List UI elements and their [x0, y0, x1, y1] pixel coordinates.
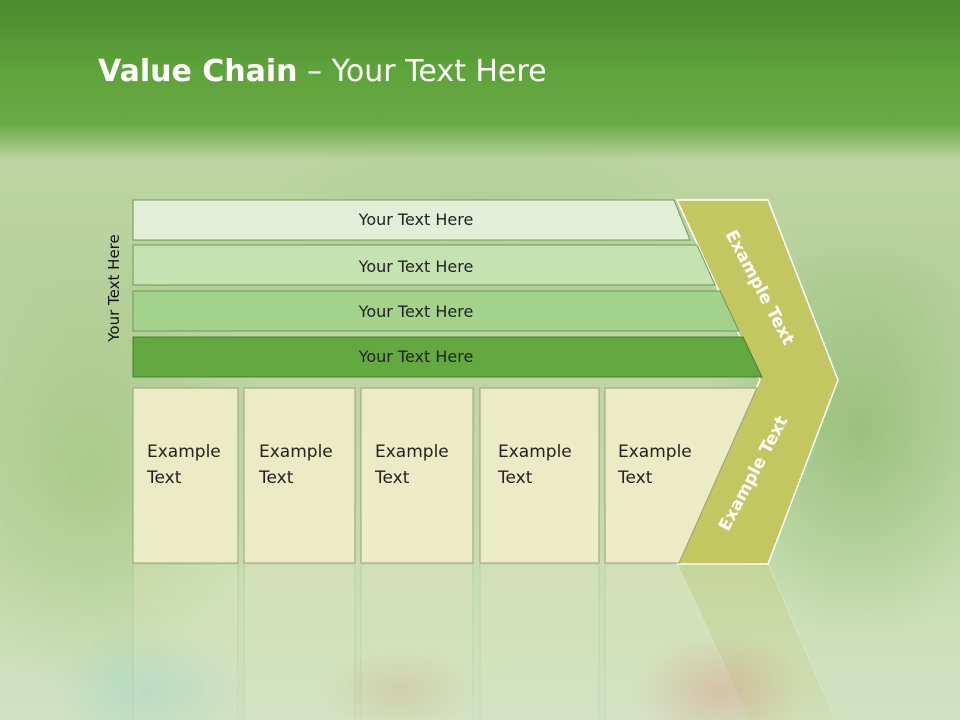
slide-title: Value Chain – Your Text Here — [98, 54, 547, 89]
cell-5-line2: Text — [618, 468, 653, 488]
cell-3-line1: Example — [375, 442, 449, 462]
cell-box-3[interactable] — [360, 387, 474, 564]
row-label-2: Your Text Here — [358, 257, 474, 276]
cell-text-4: Example Text — [498, 439, 572, 491]
cell-text-1: Example Text — [147, 439, 221, 491]
cell-4-line2: Text — [498, 468, 533, 488]
row-bar-1[interactable] — [132, 199, 691, 241]
row-bar-3[interactable] — [132, 290, 740, 332]
row-label-3: Your Text Here — [358, 302, 474, 321]
cell-box-4[interactable] — [479, 387, 600, 564]
cell-text-2: Example Text — [259, 439, 333, 491]
row-bar-4[interactable] — [132, 336, 763, 378]
title-bold: Value Chain — [98, 54, 298, 89]
cell-box-1[interactable] — [132, 387, 239, 564]
title-rest: – Your Text Here — [297, 54, 547, 89]
cell-box-2[interactable] — [243, 387, 356, 564]
cell-1-line1: Example — [147, 442, 221, 462]
row-label-1: Your Text Here — [358, 210, 474, 229]
cell-2-line2: Text — [259, 468, 294, 488]
row-bar-2[interactable] — [132, 244, 716, 286]
chevron-arrow[interactable] — [675, 199, 839, 565]
cell-4-line1: Example — [498, 442, 572, 462]
cell-text-5: Example Text — [618, 439, 692, 491]
row-label-4: Your Text Here — [358, 347, 474, 366]
cell-1-line2: Text — [147, 468, 182, 488]
cell-3-line2: Text — [375, 468, 410, 488]
cell-5-line1: Example — [618, 442, 692, 462]
cell-2-line1: Example — [259, 442, 333, 462]
cell-box-5[interactable] — [604, 387, 758, 564]
title-band — [0, 0, 960, 160]
cell-text-3: Example Text — [375, 439, 449, 491]
